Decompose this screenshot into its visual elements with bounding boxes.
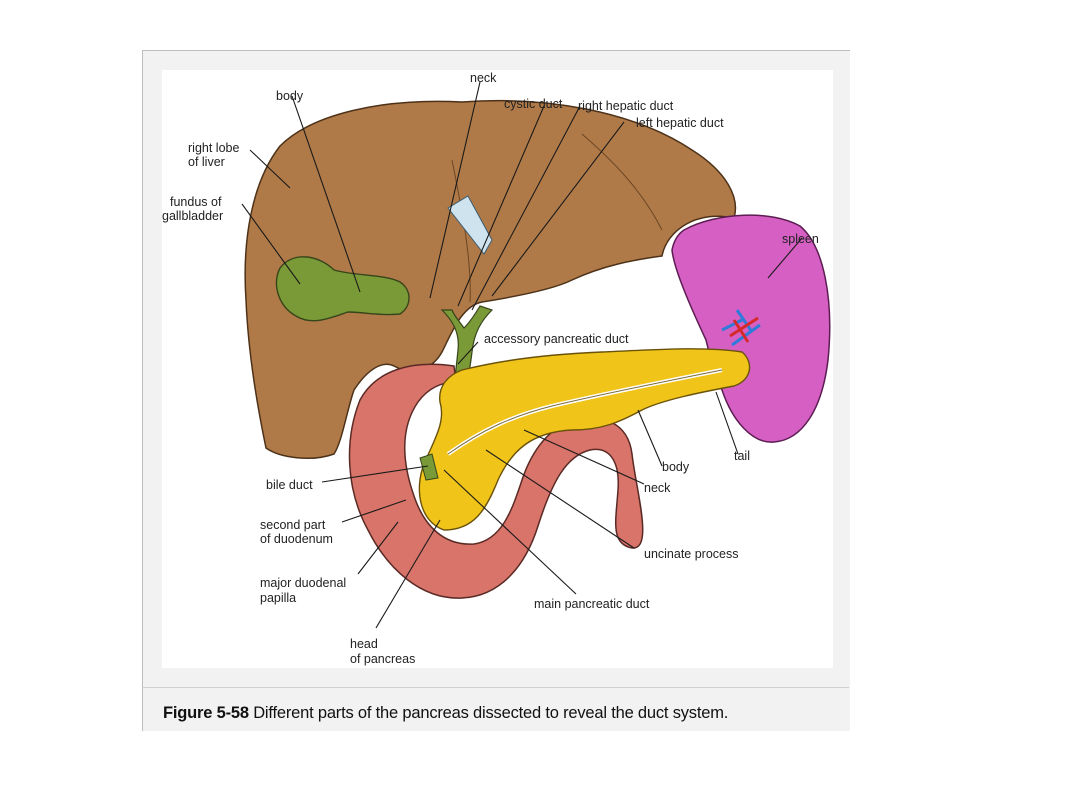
label-head-2: of pancreas [350,652,415,666]
liver-shape [244,99,737,459]
label-head-1: head [350,637,378,651]
label-papilla-1: major duodenal [260,576,346,590]
diagram-labels: neck body cystic duct right hepatic duct… [162,71,819,666]
caption-text: Different parts of the pancreas dissecte… [248,704,729,722]
label-papilla-2: papilla [260,591,296,605]
leader-lines [241,81,803,629]
label-uncinate: uncinate process [644,547,739,561]
label-second-part-1: second part [260,518,326,532]
label-fundus-2: gallbladder [162,209,223,223]
label-tail: tail [734,449,750,463]
label-spleen: spleen [782,232,819,246]
label-fundus-1: fundus of [170,195,222,209]
figure-number: Figure 5-58 [163,704,249,722]
gallbladder-shape [275,256,410,322]
label-right-hepatic-duct: right hepatic duct [578,99,674,113]
label-pancreas-body: body [662,460,690,474]
anatomy-figure: neck body cystic duct right hepatic duct… [162,70,833,668]
label-neck-top: neck [470,71,497,85]
label-main-duct: main pancreatic duct [534,597,650,611]
label-accessory-duct: accessory pancreatic duct [484,332,629,346]
caption-divider [142,687,849,688]
label-right-lobe-2: of liver [188,155,225,169]
label-second-part-2: of duodenum [260,532,333,546]
label-cystic-duct: cystic duct [504,97,563,111]
label-left-hepatic-duct: left hepatic duct [636,116,724,130]
figure-caption: Figure 5-58 Different parts of the pancr… [163,704,728,723]
label-right-lobe-1: right lobe [188,141,239,155]
label-bile-duct: bile duct [266,478,313,492]
label-liver-body: body [276,89,304,103]
label-pancreas-neck: neck [644,481,671,495]
